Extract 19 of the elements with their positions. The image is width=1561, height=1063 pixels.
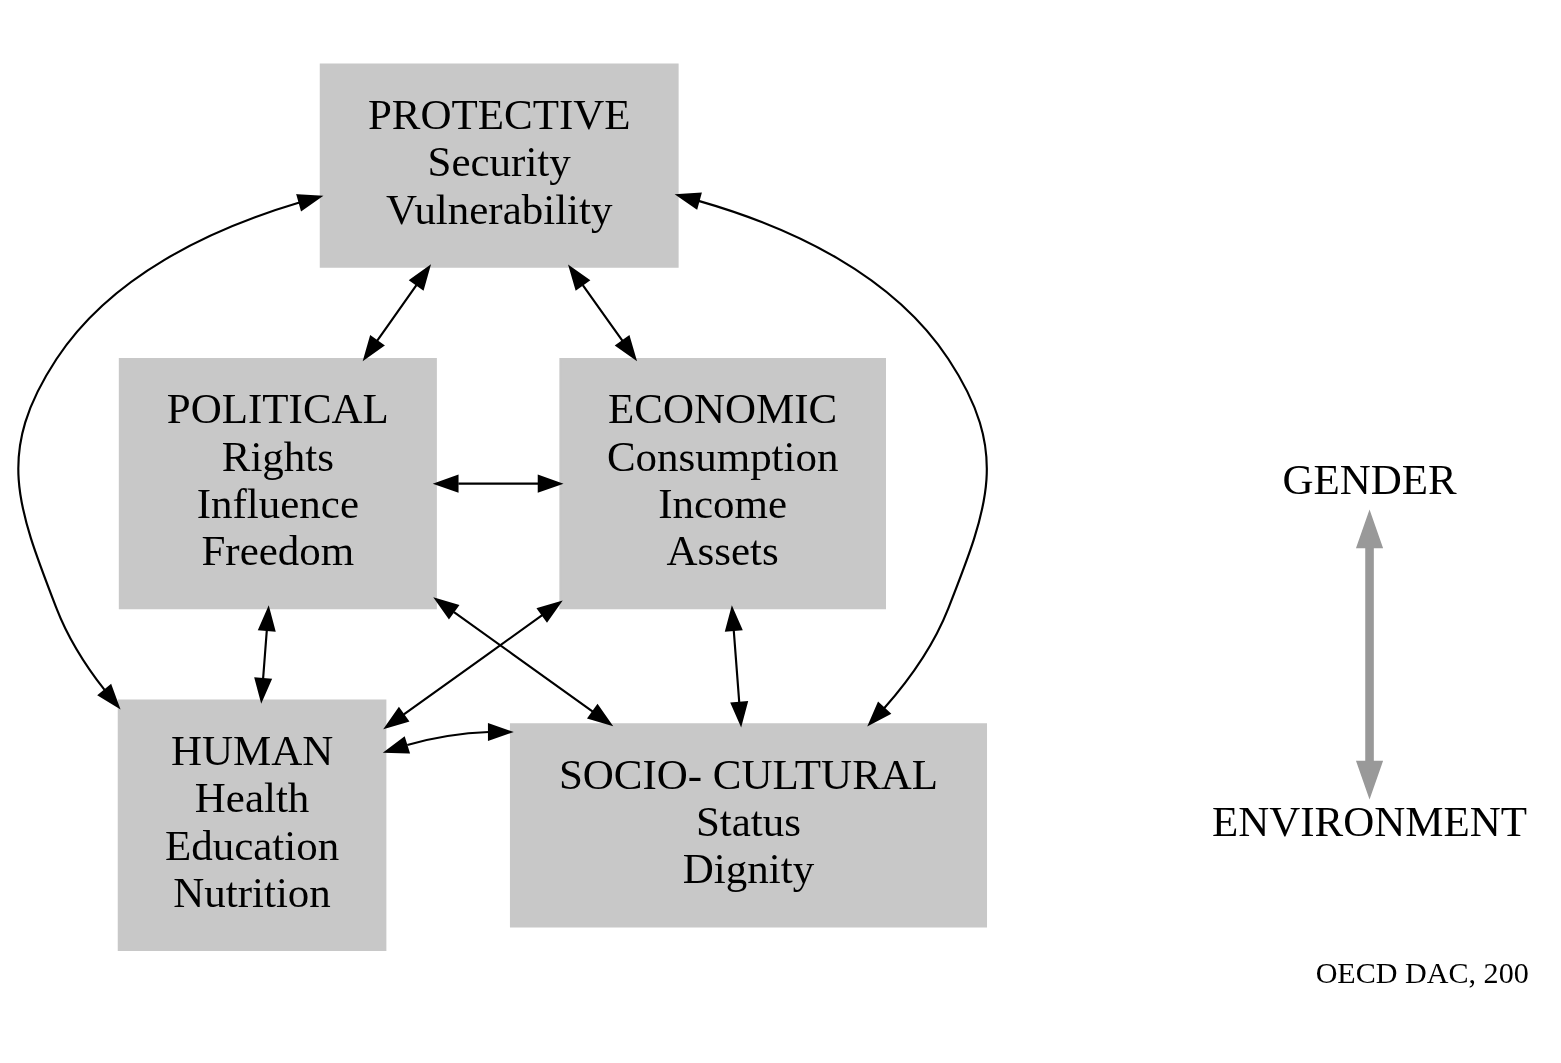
arrow [568,263,638,361]
arrow [382,722,514,754]
node-text: ENVIRONMENT [1212,797,1528,845]
node-box: ECONOMIC Consumption Income Assets [559,357,886,609]
node-box: PROTECTIVE Security Vulnerability [319,63,679,268]
node-text: GENDER [1282,455,1457,503]
arrow [254,604,276,704]
arrow [383,600,563,729]
node-box: HUMAN Health Education Nutrition [117,699,387,951]
arrow [432,474,564,493]
arrow [724,604,749,727]
arrow [362,263,432,361]
arrow [1355,509,1384,799]
arrow [433,596,614,726]
arrow [17,193,324,709]
node-box: SOCIO- CULTURAL Status Dignity [509,722,987,927]
arrow [674,191,988,727]
caption: OECD DAC, 200 [1315,955,1529,990]
node-box: POLITICAL Rights Influence Freedom [118,357,437,609]
